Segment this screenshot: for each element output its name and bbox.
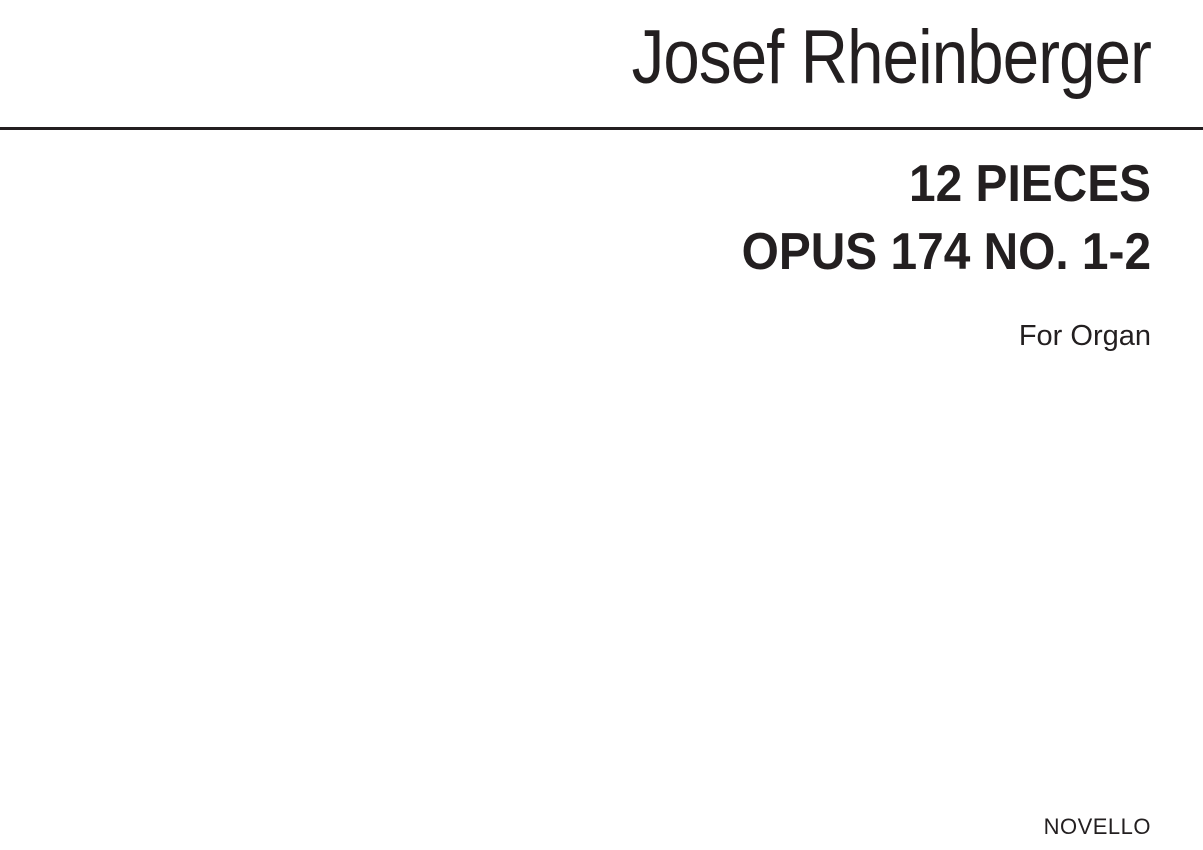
- instrumentation: For Organ: [1018, 320, 1151, 352]
- header-divider: [0, 127, 1203, 130]
- work-title: 12 PIECES: [909, 155, 1151, 213]
- opus-number: OPUS 174 NO. 1-2: [741, 223, 1151, 281]
- composer-name: Josef Rheinberger: [631, 15, 1152, 100]
- publisher-name: NOVELLO: [1043, 814, 1151, 839]
